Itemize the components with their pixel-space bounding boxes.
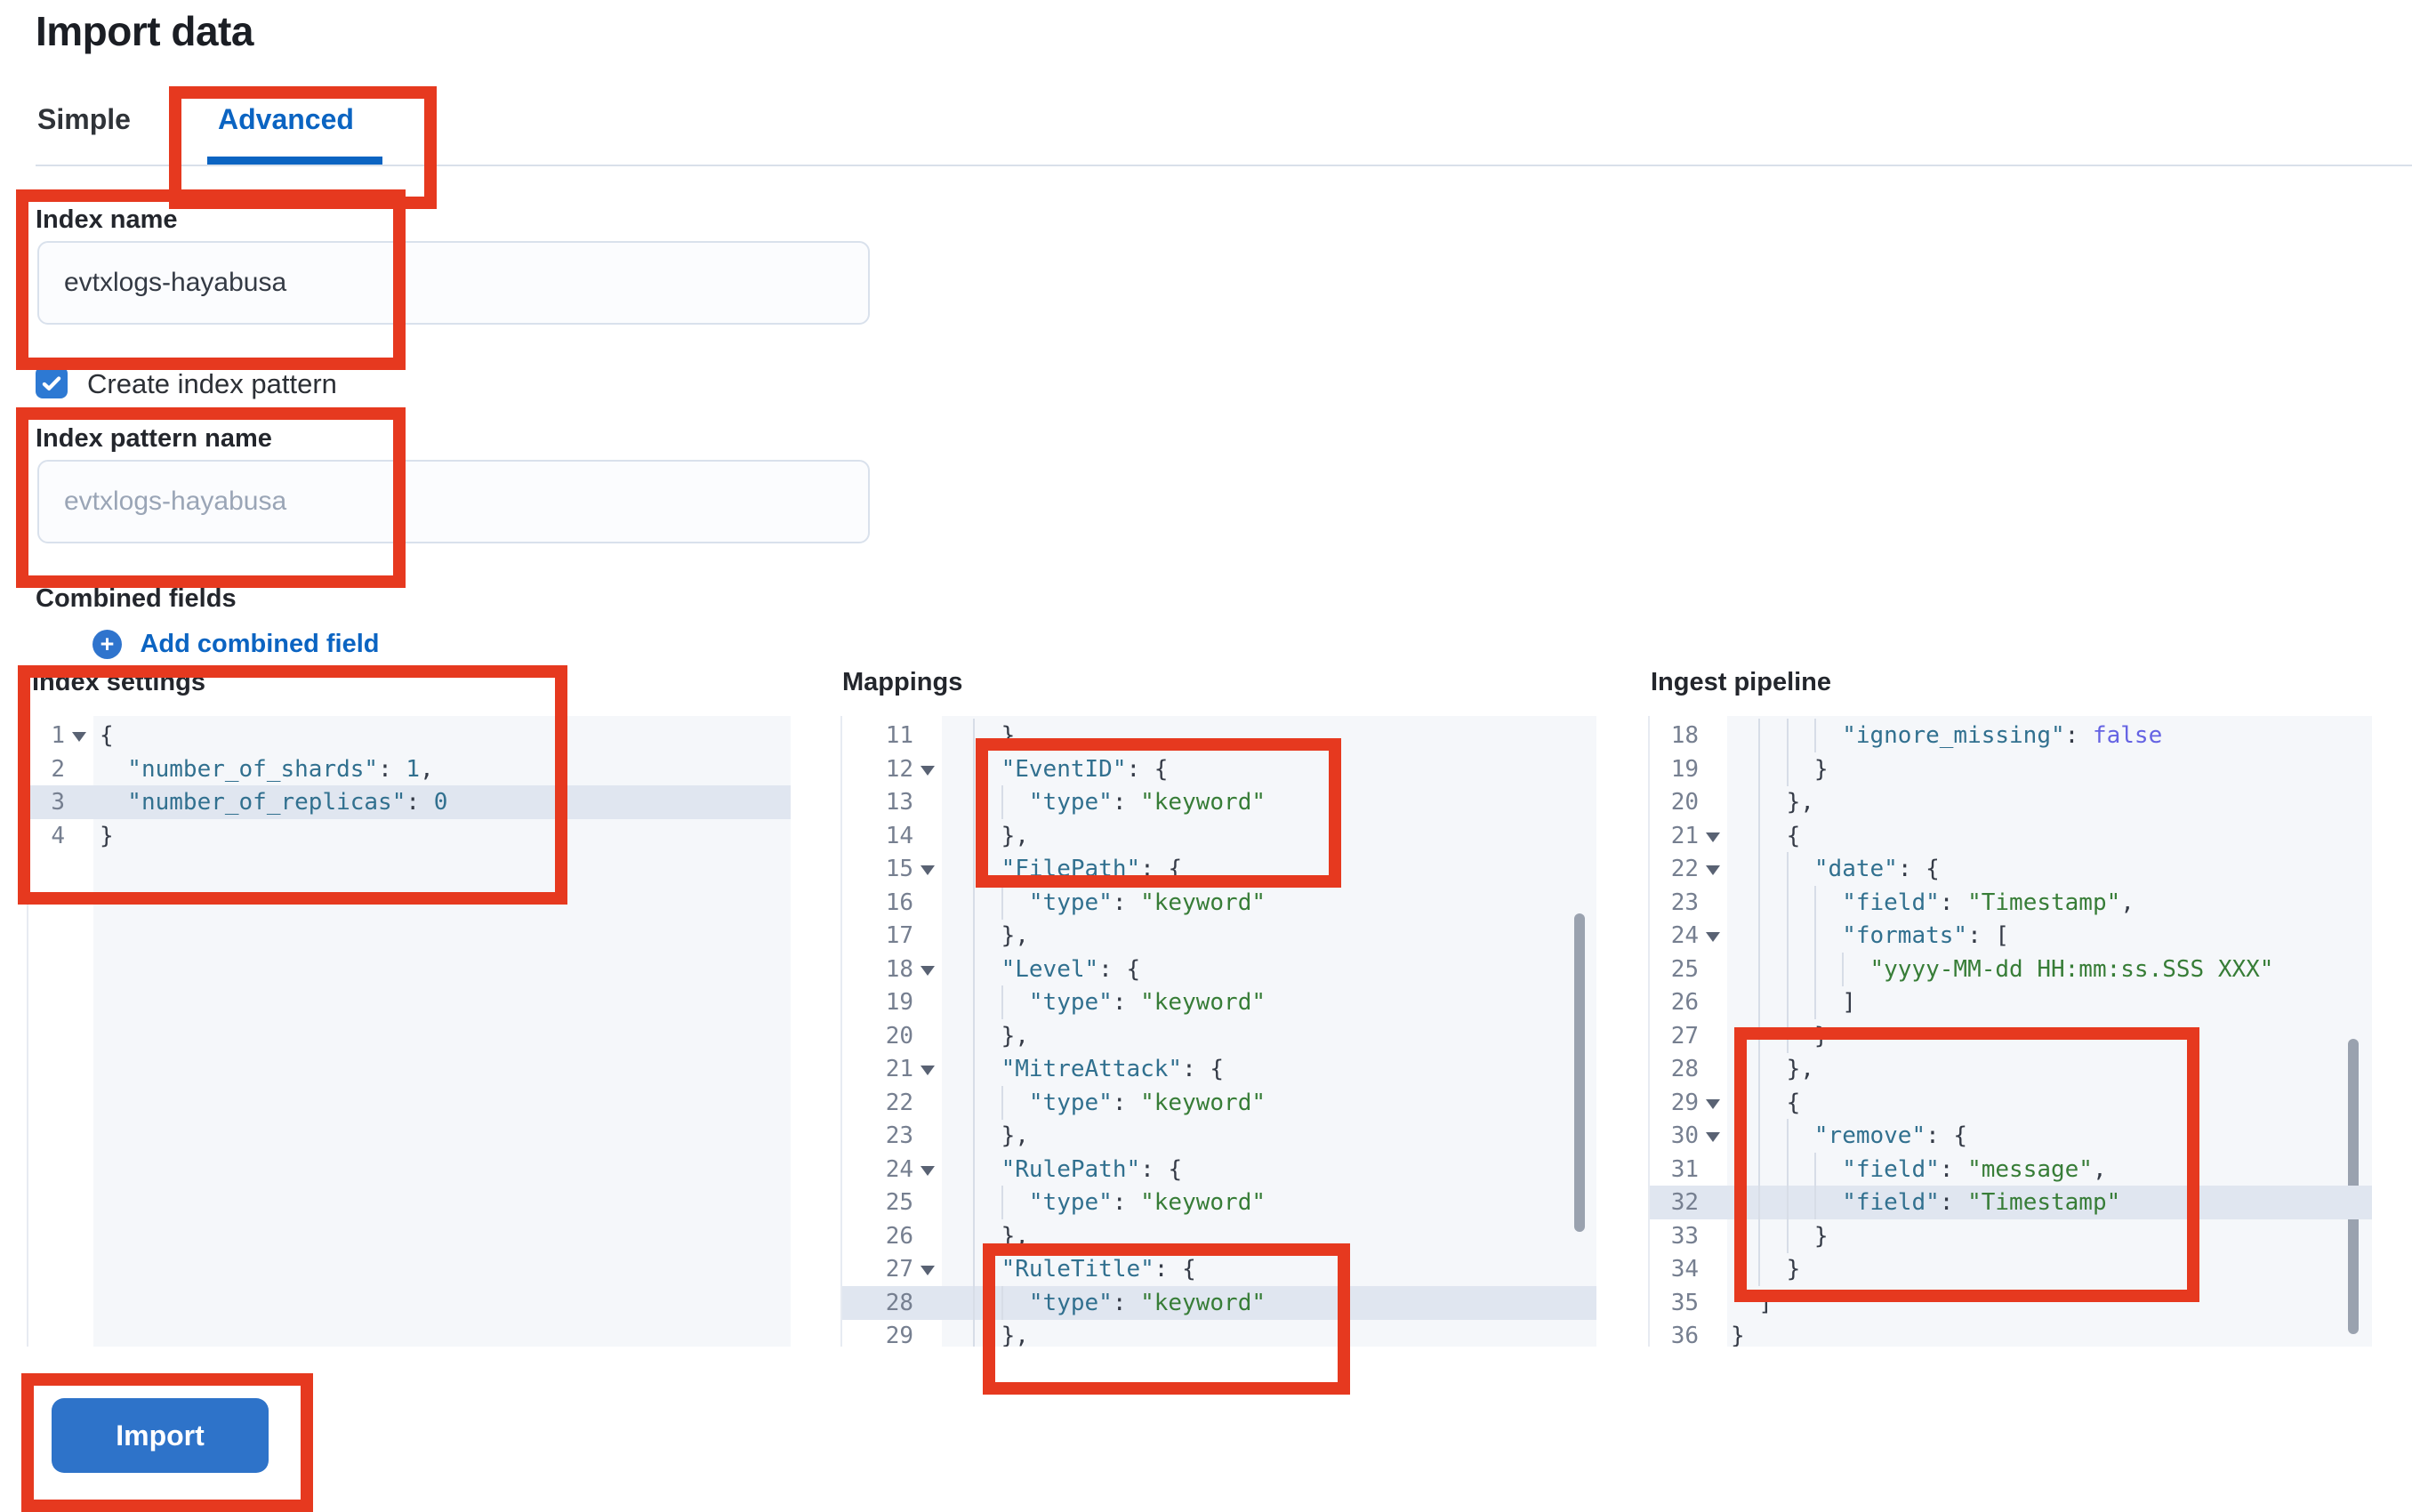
code-line: 21{ — [1650, 818, 2372, 853]
mappings-label: Mappings — [842, 668, 963, 696]
chevron-down-icon[interactable] — [921, 965, 935, 976]
code-line: 18"Level": { — [842, 952, 1596, 986]
code-line: 29{ — [1650, 1085, 2372, 1120]
chevron-down-icon[interactable] — [1706, 932, 1720, 942]
code-line: 28}, — [1650, 1052, 2372, 1086]
code-line: 4} — [51, 822, 114, 849]
code-line: 23"field": "Timestamp", — [1650, 885, 2372, 920]
code-line: 25"type": "keyword" — [842, 1186, 1596, 1219]
index-pattern-name-label: Index pattern name — [36, 424, 272, 453]
create-index-pattern-checkbox[interactable] — [36, 366, 68, 398]
chevron-down-icon[interactable] — [1706, 865, 1720, 875]
chevron-down-icon[interactable] — [921, 1266, 935, 1275]
code-line: 20}, — [1650, 785, 2372, 819]
chevron-down-icon[interactable] — [72, 732, 86, 742]
active-line-highlight — [28, 785, 791, 819]
code-line: 27"RuleTitle": { — [842, 1252, 1596, 1286]
chevron-down-icon[interactable] — [1706, 832, 1720, 842]
editor-gutter — [1650, 716, 1727, 1347]
index-name-input[interactable] — [37, 241, 870, 325]
code-line: 34} — [1650, 1252, 2372, 1286]
tab-advanced-underline — [207, 157, 382, 165]
code-line: 24"RulePath": { — [842, 1152, 1596, 1186]
chevron-down-icon[interactable] — [1706, 1098, 1720, 1109]
code-line: 31"field": "message", — [1650, 1152, 2372, 1186]
code-line: 19"type": "keyword" — [842, 985, 1596, 1019]
plus-circle-icon: + — [92, 630, 122, 659]
code-line: 20}, — [842, 1018, 1596, 1053]
mappings-scrollbar[interactable] — [1574, 913, 1585, 1232]
chevron-down-icon[interactable] — [921, 1165, 935, 1176]
tabs-divider — [36, 165, 2412, 166]
code-line: 16"type": "keyword" — [842, 885, 1596, 920]
chevron-down-icon[interactable] — [921, 865, 935, 875]
code-line: 13"type": "keyword" — [842, 785, 1596, 819]
code-line: 29}, — [842, 1319, 1596, 1347]
mappings-editor[interactable]: 11},12"EventID": {13"type": "keyword"14}… — [840, 716, 1596, 1347]
check-icon — [42, 376, 61, 390]
editor-gutter — [28, 716, 93, 1347]
index-name-label: Index name — [36, 205, 178, 234]
chevron-down-icon[interactable] — [921, 1066, 935, 1075]
code-line: 32"field": "Timestamp" — [1650, 1186, 2372, 1219]
tab-advanced[interactable]: Advanced — [218, 103, 354, 135]
code-line: 22"type": "keyword" — [842, 1085, 1596, 1120]
code-line: 3"number_of_replicas": 0 — [51, 789, 448, 816]
code-line: 36} — [1670, 1323, 1745, 1347]
editor-gutter — [842, 716, 942, 1347]
code-line: 19} — [1650, 752, 2372, 786]
code-line: 15"FilePath": { — [842, 852, 1596, 886]
code-line: 17}, — [842, 919, 1596, 953]
chevron-down-icon[interactable] — [1706, 1132, 1720, 1142]
code-line: 28"type": "keyword" — [842, 1285, 1596, 1320]
code-line: 35] — [1670, 1289, 1773, 1316]
import-button[interactable]: Import — [52, 1398, 269, 1473]
code-line: 33} — [1650, 1218, 2372, 1253]
code-line: 2"number_of_shards": 1, — [51, 755, 434, 783]
code-line: 18"ignore_missing": false — [1650, 719, 2372, 752]
code-line: 26}, — [842, 1218, 1596, 1253]
index-settings-label: Index settings — [32, 668, 205, 696]
code-line: 22"date": { — [1650, 852, 2372, 886]
code-line: 12"EventID": { — [842, 752, 1596, 786]
ingest-pipeline-label: Ingest pipeline — [1651, 668, 1832, 696]
combined-fields-label: Combined fields — [36, 584, 237, 613]
add-combined-field-label: Add combined field — [140, 630, 380, 658]
active-line-highlight — [1650, 1186, 2372, 1219]
code-line: 23}, — [842, 1119, 1596, 1153]
create-index-pattern-label: Create index pattern — [87, 368, 337, 399]
code-line: 27} — [1650, 1018, 2372, 1053]
code-line: 14}, — [842, 818, 1596, 853]
code-line: 24"formats": [ — [1650, 919, 2372, 953]
index-settings-editor[interactable]: 1{ 2"number_of_shards": 1, 3"number_of_rep… — [27, 716, 791, 1347]
add-combined-field-link[interactable]: + Add combined field — [92, 630, 380, 659]
active-line-highlight — [842, 1285, 1596, 1320]
code-line: 30"remove": { — [1650, 1119, 2372, 1153]
code-line: 11}, — [842, 719, 1596, 752]
page-title: Import data — [36, 8, 253, 54]
code-line: 25"yyyy-MM-dd HH:mm:ss.SSS XXX" — [1650, 952, 2372, 986]
code-line: 26] — [1650, 985, 2372, 1019]
chevron-down-icon[interactable] — [921, 765, 935, 776]
code-line: 21"MitreAttack": { — [842, 1052, 1596, 1086]
tab-simple[interactable]: Simple — [37, 103, 131, 135]
index-pattern-name-input[interactable] — [37, 460, 870, 543]
code-line: 1{ — [51, 722, 114, 749]
